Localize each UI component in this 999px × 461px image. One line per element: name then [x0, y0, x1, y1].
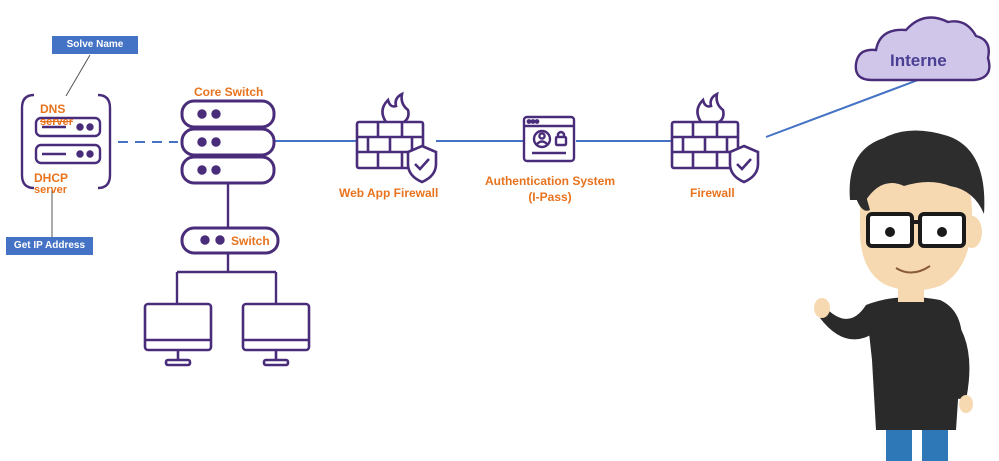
firewall-to-internet-link [765, 79, 919, 138]
firewall-label: Firewall [690, 186, 735, 200]
dns-server-overlap-label: server [40, 116, 74, 128]
solve-name-leader-line [65, 54, 91, 97]
auth-label-line1: Authentication System [484, 174, 616, 188]
dhcp-label: DHCP [34, 171, 69, 185]
connections [51, 54, 919, 237]
auth-label-line2: (I-Pass) [528, 190, 572, 204]
solve-name-callout: Solve Name [52, 36, 138, 54]
core-switch-label: Core Switch [194, 85, 264, 99]
monitor-icon-left [143, 302, 213, 367]
internet-label: Interne [890, 51, 947, 70]
lan-wiring [175, 184, 278, 304]
access-switch-label: Switch [231, 234, 270, 248]
firewall-icon [670, 91, 760, 184]
core-switch-icon [180, 99, 276, 185]
get-ip-address-callout: Get IP Address [6, 237, 93, 255]
auth-system-icon [522, 115, 576, 163]
dhcp-server-label: server [34, 184, 68, 196]
monitor-icon-right [241, 302, 311, 367]
dns-label: DNS [40, 102, 66, 116]
waf-firewall-icon [355, 91, 438, 184]
server-icon [20, 93, 112, 190]
access-switch-icon [180, 226, 280, 255]
internet-cloud-icon [854, 16, 991, 82]
cartoon-person-illustration [814, 130, 985, 461]
waf-label: Web App Firewall [339, 186, 439, 200]
